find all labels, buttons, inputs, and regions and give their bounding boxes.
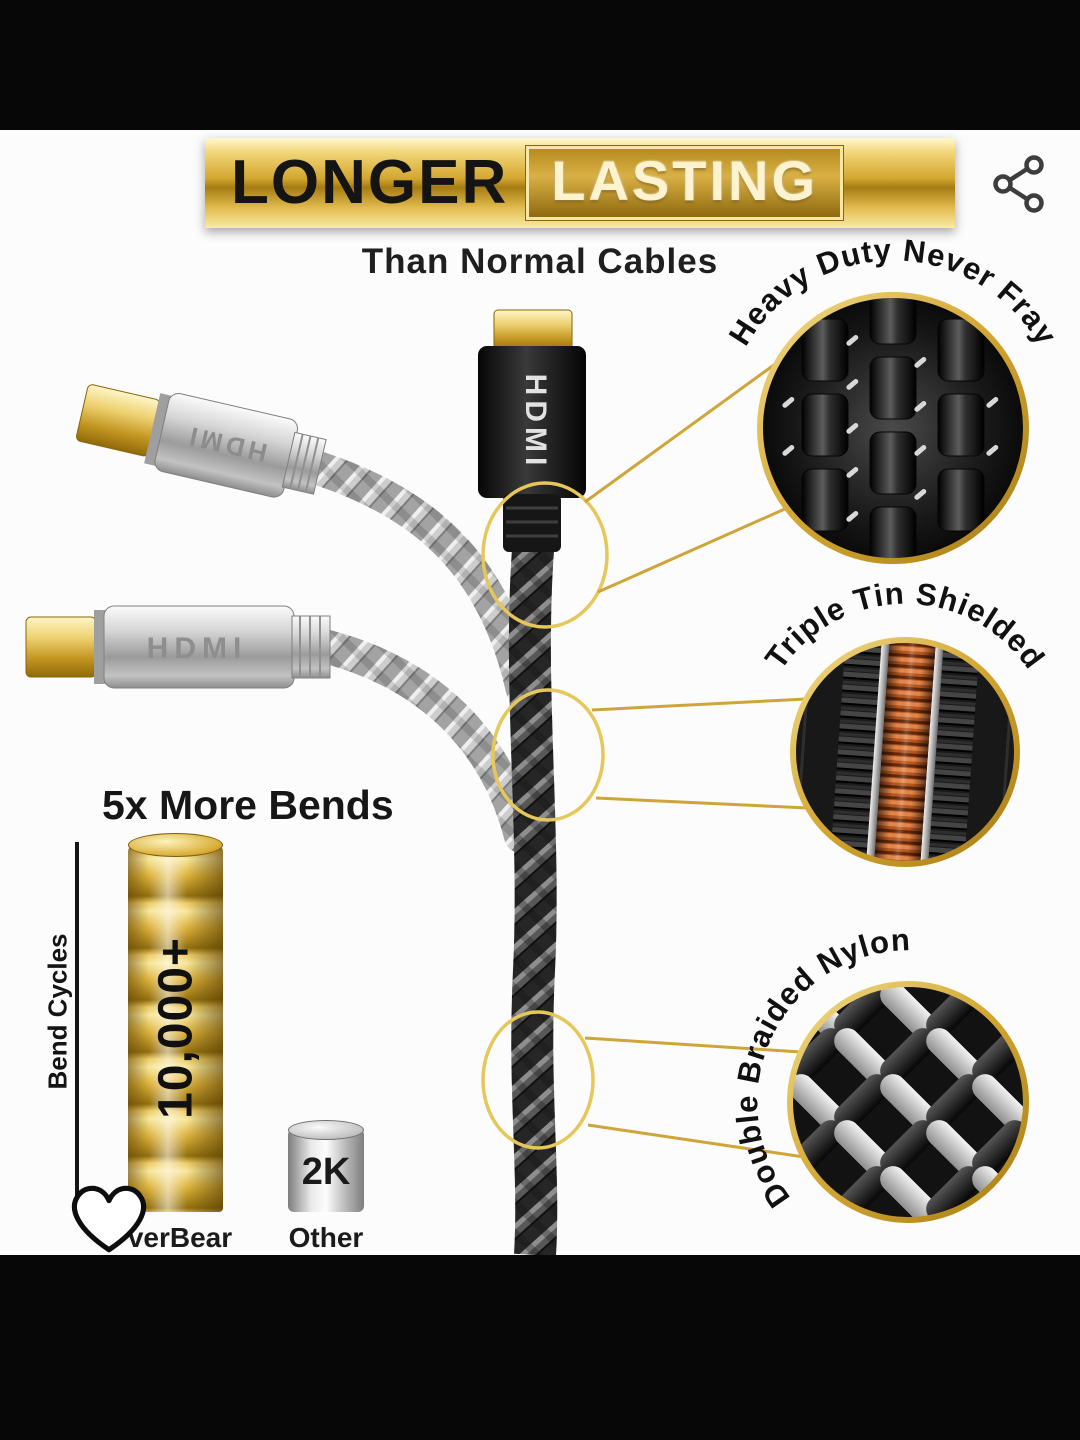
braid-flecks xyxy=(782,334,999,522)
hdmi-connector-upper-left: HDMI xyxy=(76,384,327,498)
gold-tip-upper xyxy=(76,384,161,457)
banner-word-lasting: LASTING xyxy=(551,149,818,212)
bar-other-value: 2K xyxy=(301,1151,351,1193)
nylon-closeup xyxy=(792,986,1024,1218)
y-axis-line xyxy=(75,842,79,1214)
callout-ring-1 xyxy=(757,292,1029,564)
connector-body-center xyxy=(478,346,586,498)
chart-title: 5x More Bends xyxy=(102,782,394,828)
heart-icon[interactable] xyxy=(66,1178,152,1256)
hdmi-connector-lower-left: HDMI xyxy=(25,605,331,689)
callout-ring-3 xyxy=(787,981,1029,1223)
bar-powerbear-value: 10,000+ xyxy=(149,937,202,1119)
product-graphic: HDMI HDMI xyxy=(25,232,1063,1255)
gold-tip-lower xyxy=(25,616,97,678)
share-icon[interactable] xyxy=(988,152,1052,216)
bar-other: 2K xyxy=(288,1120,364,1212)
hdmi-label-lower: HDMI xyxy=(147,632,248,665)
banner-lasting-box: LASTING xyxy=(525,145,844,221)
callout-triple-tin: Triple Tin Shielded xyxy=(758,576,1051,867)
shield-closeup xyxy=(795,642,1015,862)
top-letterbox xyxy=(0,0,1080,130)
category-label-other: Other xyxy=(288,1222,364,1253)
bar-powerbear: 10,000+ xyxy=(128,833,223,1212)
callout-double-braided: Double Braided Nylon xyxy=(729,922,1029,1223)
hdmi-label-center: HDMI xyxy=(519,374,552,471)
banner: LONGER LASTING xyxy=(205,138,955,228)
subtitle: Than Normal Cables xyxy=(361,242,719,281)
cable-highlight-rings xyxy=(481,481,609,1150)
braid-closeup xyxy=(782,297,999,559)
gold-tip-center xyxy=(493,309,573,353)
y-axis-label: Bend Cycles xyxy=(42,933,73,1090)
callout-heavy-duty: Heavy Duty Never Fray xyxy=(722,232,1063,564)
category-label-powerbear: verBear xyxy=(127,1222,233,1253)
bottom-letterbox xyxy=(0,1255,1080,1440)
callout-ring-2 xyxy=(790,637,1020,867)
infographic-content: LONGER LASTING Than Normal Cables xyxy=(0,130,1080,1255)
callout-leader-lines xyxy=(584,360,809,1159)
hdmi-connector-center: HDMI xyxy=(478,309,586,552)
banner-word-longer: LONGER xyxy=(231,148,509,217)
